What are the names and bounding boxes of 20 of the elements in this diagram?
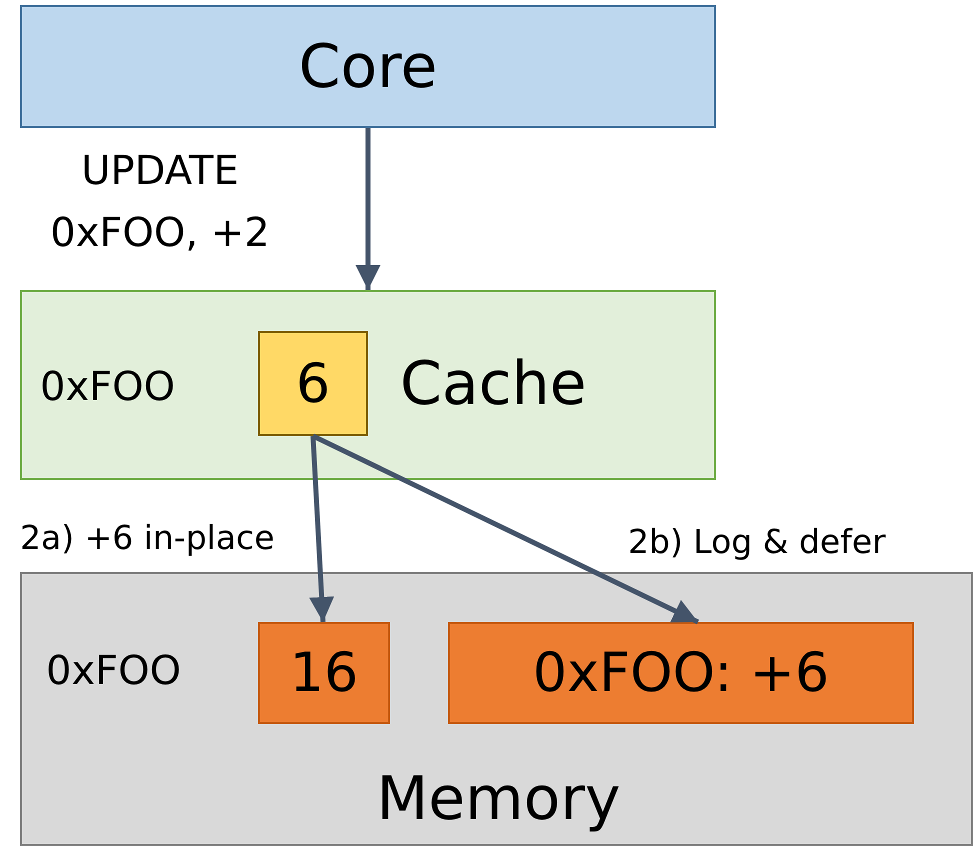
box-label: 0xFOO: +6 — [532, 646, 830, 700]
box-label: 6 — [294, 356, 332, 410]
cache-cell — [258, 331, 368, 436]
address-label: 0xFOO — [40, 363, 176, 412]
arrow — [312, 434, 700, 624]
box-label: Memory — [375, 769, 622, 829]
address-label: 0xFOO — [46, 647, 182, 696]
arrow — [356, 128, 380, 290]
edge-label: 2a) +6 in-place — [20, 517, 274, 559]
memory-box — [20, 572, 973, 846]
log-entry-box — [448, 622, 914, 724]
cache-box — [20, 290, 716, 480]
edge-label: UPDATE 0xFOO, +2 — [49, 147, 271, 258]
core-box — [20, 5, 716, 128]
memory-cell — [258, 622, 390, 724]
box-label: Core — [298, 36, 438, 96]
box-label: 16 — [288, 646, 360, 700]
arrow — [309, 436, 334, 622]
edge-label: 2b) Log & defer — [628, 521, 886, 563]
box-label: Cache — [400, 354, 587, 414]
